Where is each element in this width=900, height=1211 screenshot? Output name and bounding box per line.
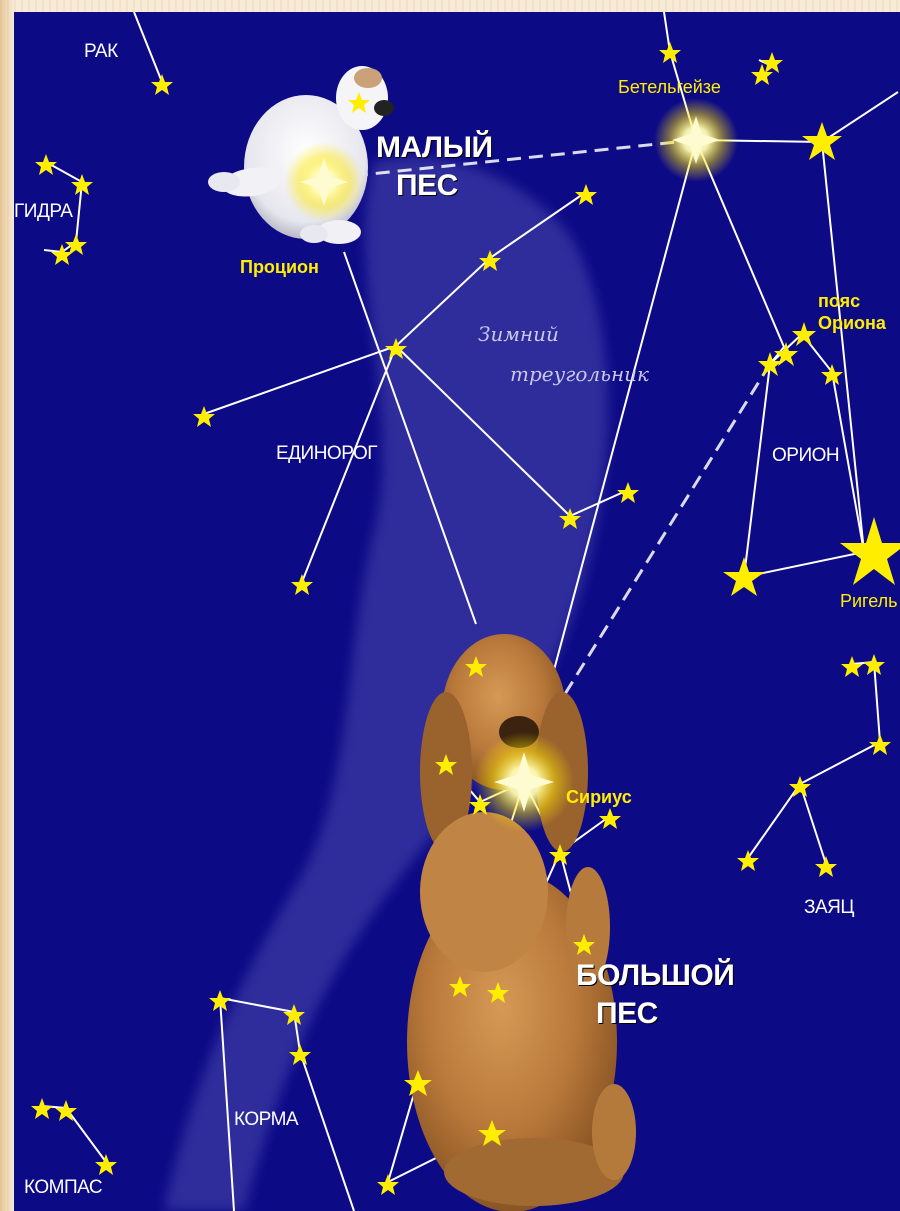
milky-way: [164, 156, 608, 1211]
star-hydra-1: [35, 154, 57, 175]
star-cma-2: [435, 754, 457, 775]
star-sirius: [494, 752, 554, 812]
label-sirius: Сириус: [566, 787, 632, 807]
star-lepus-3: [869, 734, 891, 755]
label-puppis: КОРМА: [234, 1109, 299, 1130]
puppis-line-1: [219, 997, 355, 1211]
star-puppis-3: [289, 1044, 311, 1065]
stars: [31, 42, 900, 1195]
star-belt-3: [792, 322, 816, 346]
star-hydra-4: [51, 244, 73, 265]
label-hydra: ГИДРА: [14, 201, 73, 222]
label-canis-major-line2: ПЕС: [596, 997, 658, 1030]
star-orion-sword: [821, 364, 843, 385]
label-monoceros: ЕДИНОРОГ: [276, 443, 378, 464]
orion-line-3: [695, 139, 866, 579]
star-lepus-1: [841, 656, 863, 677]
label-canis-minor-line2: ПЕС: [396, 169, 458, 202]
star-monoceros-7: [291, 574, 313, 595]
star-cma-11: [377, 1174, 399, 1195]
star-puppis-2: [283, 1004, 305, 1025]
label-pyxis: КОМПАС: [24, 1177, 103, 1198]
star-hydra-2: [71, 174, 93, 195]
puppis-line-2: [219, 997, 235, 1211]
star-map: РАК ГИДРА ЕДИНОРОГ ОРИОН ЗАЯЦ КОРМА КОМП…: [14, 12, 900, 1211]
star-lepus-2: [863, 654, 885, 675]
star-cma-9: [404, 1070, 432, 1096]
star-pyxis-2: [55, 1100, 77, 1121]
label-rigel: Ригель: [840, 591, 898, 611]
star-cma-6: [573, 934, 595, 955]
monoceros-line-3: [301, 345, 397, 583]
star-saiph: [723, 557, 765, 596]
label-canis-minor-line1: МАЛЫЙ: [376, 131, 493, 164]
star-canis-minor-2: [348, 92, 370, 113]
pyxis-line: [41, 1105, 107, 1163]
cancer-line: [133, 12, 163, 83]
star-betelgeuse: [672, 116, 720, 164]
label-betelgeuse: Бетельгейзе: [618, 77, 721, 97]
label-cancer: РАК: [84, 41, 118, 62]
label-lepus: ЗАЯЦ: [804, 897, 854, 918]
star-cma-3: [469, 794, 491, 815]
procyon-sirius-line: [343, 251, 477, 625]
star-rigel: [840, 517, 900, 585]
star-cma-1: [465, 656, 487, 677]
star-cma-4: [549, 844, 571, 865]
star-procyon: [300, 158, 348, 206]
star-bellatrix: [802, 122, 842, 160]
star-cma-8: [487, 982, 509, 1003]
star-lepus-4: [789, 776, 811, 797]
label-orion: ОРИОН: [772, 445, 840, 466]
label-procyon: Процион: [240, 257, 319, 277]
star-monoceros-5: [559, 508, 581, 529]
star-pyxis-1: [31, 1098, 53, 1119]
label-canis-major-line1: БОЛЬШОЙ: [576, 959, 735, 992]
lepus-line-2: [799, 783, 827, 865]
pointer-lines: [331, 138, 772, 703]
star-lepus-5: [737, 850, 759, 871]
star-belt-1: [758, 352, 782, 376]
star-orion-head-2: [751, 64, 773, 85]
star-puppis-1: [209, 990, 231, 1011]
belt-sirius-dashed: [558, 363, 772, 703]
big-dog-illustration: [407, 634, 636, 1211]
label-orion-belt-line1: пояс: [818, 291, 861, 311]
star-belt-2: [774, 342, 798, 366]
star-pyxis-3: [95, 1154, 117, 1175]
star-monoceros-4: [575, 184, 597, 205]
star-cma-10: [478, 1120, 506, 1146]
star-monoceros-6: [617, 482, 639, 503]
star-orion-top: [659, 42, 681, 63]
star-map-graphics: [31, 12, 900, 1211]
star-cancer: [151, 74, 173, 95]
star-monoceros-2: [385, 338, 407, 359]
star-lepus-6: [815, 856, 837, 877]
star-orion-head-1: [761, 52, 783, 73]
star-monoceros-1: [193, 406, 215, 427]
label-winter-triangle-line1: Зимний: [478, 322, 559, 346]
star-cma-5: [599, 808, 621, 829]
star-hydra-3: [65, 234, 87, 255]
star-monoceros-3: [479, 250, 501, 271]
monoceros-line-1: [203, 191, 587, 415]
label-winter-triangle-line2: треугольник: [510, 362, 649, 386]
star-cma-7: [449, 976, 471, 997]
procyon-betelgeuse-dashed: [331, 138, 697, 180]
label-orion-belt-line2: Ориона: [818, 313, 886, 333]
